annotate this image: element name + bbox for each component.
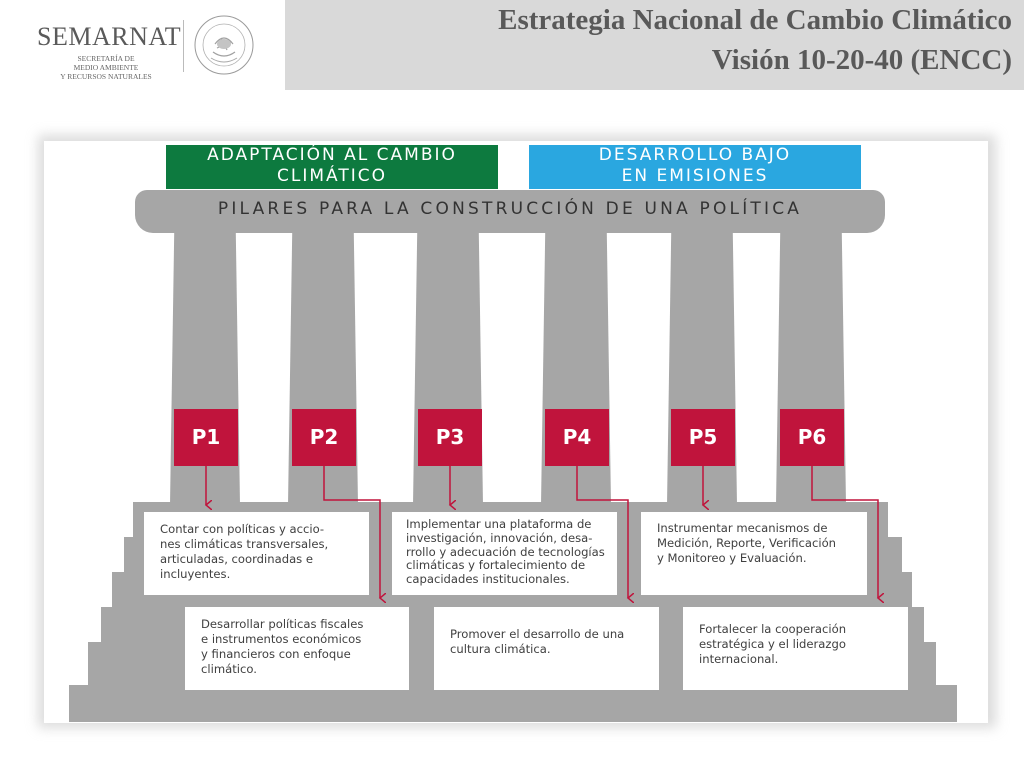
arrow-p4 bbox=[576, 466, 628, 598]
logo-block: SEMARNAT SECRETARÍA DE MEDIO AMBIENTE Y … bbox=[0, 0, 285, 90]
pillar-p3-label: P3 bbox=[418, 409, 482, 466]
arrow-p6 bbox=[811, 466, 878, 598]
pillar-p2-label: P2 bbox=[292, 409, 356, 466]
pillar-connectors bbox=[44, 466, 988, 723]
diagram-frame: ADAPTACIÓN AL CAMBIO CLIMÁTICO DESARROLL… bbox=[44, 141, 988, 723]
page-title: Estrategia Nacional de Cambio Climático bbox=[498, 4, 1012, 36]
pillar-p5-label: P5 bbox=[671, 409, 735, 466]
pillar-p6-description: Fortalecer la cooperación estratégica y … bbox=[683, 607, 908, 690]
pillar-p5-description: Instrumentar mecanismos de Medición, Rep… bbox=[641, 512, 867, 595]
page-subtitle: Visión 10-20-40 (ENCC) bbox=[711, 44, 1012, 76]
base-step-6 bbox=[69, 685, 957, 722]
logo-divider bbox=[183, 20, 184, 72]
semarnat-subtitle: SECRETARÍA DE MEDIO AMBIENTE Y RECURSOS … bbox=[60, 54, 152, 81]
pillar-p3-description: Implementar una plataforma de investigac… bbox=[392, 512, 617, 595]
title-band: Estrategia Nacional de Cambio Climático … bbox=[285, 0, 1024, 90]
pillar-p4-description: Promover el desarrollo de una cultura cl… bbox=[434, 607, 659, 690]
pillar-p4-label: P4 bbox=[545, 409, 609, 466]
pillar-p1-description: Contar con políticas y accio- nes climát… bbox=[144, 512, 369, 595]
pillar-p6-label: P6 bbox=[780, 409, 844, 466]
semarnat-logo: SEMARNAT bbox=[37, 22, 182, 51]
mexico-seal-icon bbox=[194, 15, 254, 75]
pillar-p2-description: Desarrollar políticas fiscales e instrum… bbox=[185, 607, 409, 690]
adaptation-box: ADAPTACIÓN AL CAMBIO CLIMÁTICO bbox=[166, 145, 498, 189]
pillars-banner-text: PILARES PARA LA CONSTRUCCIÓN DE UNA POLÍ… bbox=[217, 199, 803, 219]
arrow-p2 bbox=[323, 466, 380, 598]
pillar-p1-label: P1 bbox=[174, 409, 238, 466]
low-emissions-box: DESARROLLO BAJO EN EMISIONES bbox=[529, 145, 861, 189]
pillars-banner bbox=[135, 190, 885, 233]
